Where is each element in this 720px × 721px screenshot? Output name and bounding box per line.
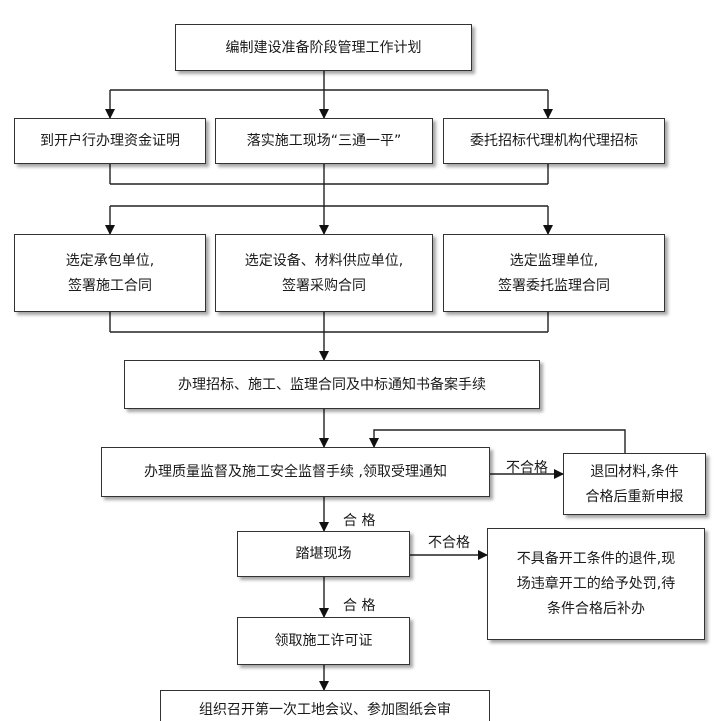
box-plan-text: 编制建设准备阶段管理工作计划 — [225, 39, 422, 56]
box-agent-text: 委托招标代理机构代理招标 — [470, 133, 638, 149]
box-reject-line-2: 场违章开工的给予处罚,待 — [516, 576, 676, 592]
label-pass-quality: 合 格 — [343, 513, 376, 529]
box-contractor-line-2: 签署施工合同 — [68, 277, 152, 294]
box-supervisor-line-1: 选定监理单位, — [509, 252, 599, 269]
box-permit-text: 领取施工许可证 — [274, 633, 373, 649]
box-funds-text: 到开户行办理资金证明 — [40, 133, 180, 149]
box-contractor-line-1: 选定承包单位, — [65, 252, 155, 269]
arrow-loop-back — [369, 429, 626, 453]
label-pass-survey: 合 格 — [343, 598, 376, 614]
box-meeting-text: 组织召开第一次工地会议、参加图纸会审 — [199, 702, 451, 718]
box-reject-line-1: 不具备开工条件的退件,现 — [516, 551, 676, 567]
box-supplier-line-1: 选定设备、材料供应单位, — [244, 252, 404, 269]
box-filing-text: 办理招标、施工、监理合同及中标通知书备案手续 — [178, 376, 486, 393]
label-fail-quality: 不合格 — [506, 460, 548, 476]
box-contractor: 选定承包单位, 签署施工合同 — [14, 234, 206, 312]
box-supervisor-line-2: 签署委托监理合同 — [498, 277, 610, 294]
box-permit: 领取施工许可证 — [237, 617, 410, 665]
box-supplier-line-2: 签署采购合同 — [282, 277, 366, 294]
box-site-text: 落实施工现场“三通一平” — [246, 133, 402, 149]
box-return-line-1: 退回材料,条件 — [590, 463, 679, 480]
box-plan: 编制建设准备阶段管理工作计划 — [175, 24, 472, 71]
box-agent: 委托招标代理机构代理招标 — [443, 118, 665, 164]
box-supplier: 选定设备、材料供应单位, 签署采购合同 — [215, 234, 433, 312]
box-survey: 踏堪现场 — [237, 531, 410, 577]
box-return: 退回材料,条件 合格后重新申报 — [563, 453, 706, 515]
box-reject-line-3: 条件合格后补办 — [547, 601, 645, 617]
box-meeting: 组织召开第一次工地会议、参加图纸会审 — [160, 690, 490, 721]
box-quality-text: 办理质量监督及施工安全监督手续 ,领取受理通知 — [144, 464, 447, 480]
box-funds: 到开户行办理资金证明 — [14, 118, 206, 164]
box-survey-text: 踏堪现场 — [295, 546, 352, 562]
box-filing: 办理招标、施工、监理合同及中标通知书备案手续 — [124, 360, 540, 409]
box-supervisor: 选定监理单位, 签署委托监理合同 — [443, 234, 665, 312]
label-fail-survey: 不合格 — [428, 535, 470, 551]
box-quality: 办理质量监督及施工安全监督手续 ,领取受理通知 — [101, 447, 490, 497]
box-return-line-2: 合格后重新申报 — [585, 488, 684, 505]
box-reject: 不具备开工条件的退件,现 场违章开工的给予处罚,待 条件合格后补办 — [487, 528, 705, 640]
box-site: 落实施工现场“三通一平” — [215, 118, 433, 164]
